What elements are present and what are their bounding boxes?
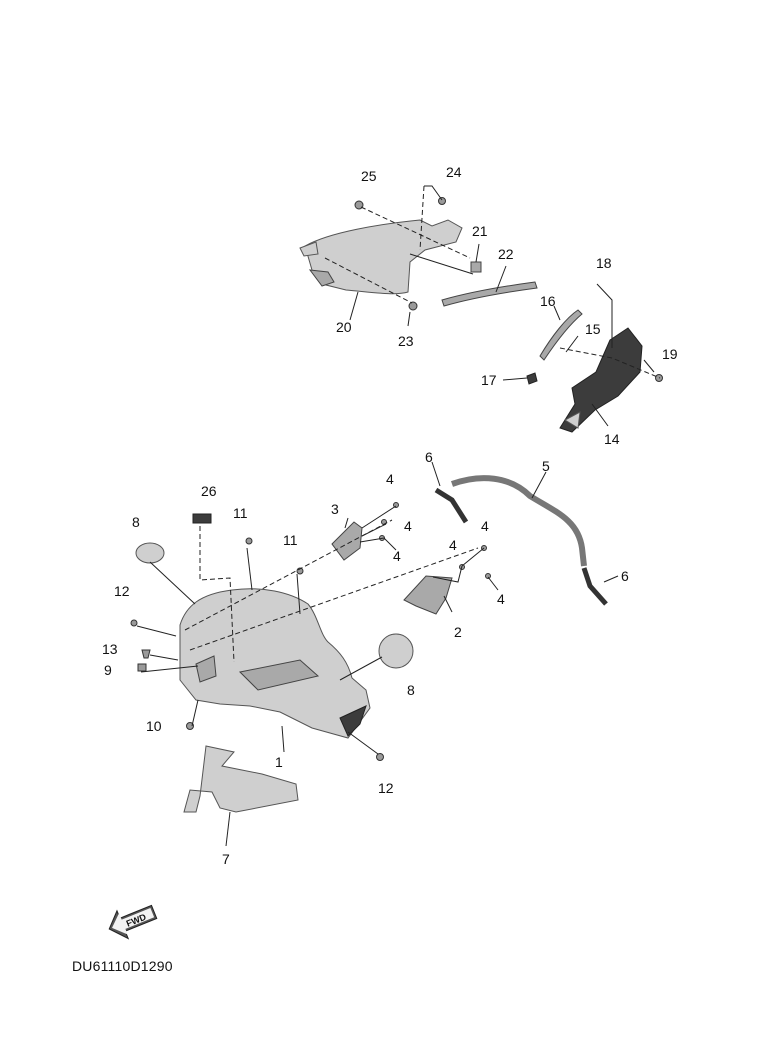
part-12-bolt-b — [376, 753, 384, 761]
part-17-clip — [526, 372, 538, 385]
callout-25: 25 — [361, 168, 377, 184]
callout-19: 19 — [662, 346, 678, 362]
part-5-hose — [450, 475, 587, 567]
callout-4-b: 4 — [404, 518, 412, 534]
callout-11-b: 11 — [283, 532, 298, 548]
callout-11-a: 11 — [233, 505, 248, 521]
callout-17: 17 — [481, 372, 497, 388]
callout-1: 1 — [275, 754, 283, 770]
callout-6-top: 6 — [425, 449, 433, 465]
callout-labels: 25 24 21 22 20 23 18 16 15 19 17 14 6 5 … — [102, 164, 678, 867]
part-6-hose-end-top — [434, 487, 469, 524]
part-14-bracket — [559, 327, 643, 433]
part-2-bracket — [403, 575, 453, 615]
callout-8-left: 8 — [132, 514, 140, 530]
callout-6-bottom: 6 — [621, 568, 629, 584]
callout-12-bottom: 12 — [378, 780, 394, 796]
part-24-bolt — [438, 197, 446, 205]
callout-14: 14 — [604, 431, 620, 447]
callout-15: 15 — [585, 321, 601, 337]
part-20-seat-cover — [299, 219, 463, 295]
callout-8-right: 8 — [407, 682, 415, 698]
part-1-tank-cover — [179, 588, 371, 739]
part-26-clip — [192, 513, 212, 524]
callout-12-top: 12 — [114, 583, 130, 599]
callout-4-f: 4 — [497, 591, 505, 607]
part-4-bolts — [379, 502, 491, 579]
callout-22: 22 — [498, 246, 514, 262]
part-22-seal-strip — [441, 281, 538, 307]
part-13-screw — [141, 649, 151, 659]
callout-20: 20 — [336, 319, 352, 335]
callout-5: 5 — [542, 458, 550, 474]
callout-4-e: 4 — [393, 548, 401, 564]
callout-10: 10 — [146, 718, 162, 734]
fwd-arrow-icon: FWD — [108, 904, 158, 940]
callout-9: 9 — [104, 662, 112, 678]
callout-18: 18 — [596, 255, 612, 271]
part-8-cap-right — [378, 633, 414, 669]
callout-4-d: 4 — [449, 537, 457, 553]
part-9-clip — [137, 663, 147, 672]
callout-4-a: 4 — [386, 471, 394, 487]
part-8-cap-left — [135, 542, 165, 564]
callout-13: 13 — [102, 641, 118, 657]
callout-3: 3 — [331, 501, 339, 517]
callout-16: 16 — [540, 293, 556, 309]
callout-4-c: 4 — [481, 518, 489, 534]
drawing-code: DU61110D1290 — [72, 958, 173, 974]
part-16-seal — [539, 309, 583, 361]
part-12-bolt-a — [130, 619, 138, 627]
leader-lines — [136, 185, 661, 847]
part-23-bolt — [408, 301, 418, 311]
callout-23: 23 — [398, 333, 414, 349]
part-21-clip — [470, 261, 482, 273]
part-11-bolt-a — [245, 537, 253, 545]
callout-7: 7 — [222, 851, 230, 867]
part-7-mount — [183, 745, 299, 813]
callout-21: 21 — [472, 223, 488, 239]
part-3-bracket — [331, 521, 363, 561]
callout-2: 2 — [454, 624, 462, 640]
part-6-hose-end-bottom — [581, 567, 608, 606]
part-10-bolt — [186, 722, 194, 730]
callout-26: 26 — [201, 483, 217, 499]
callout-24: 24 — [446, 164, 462, 180]
